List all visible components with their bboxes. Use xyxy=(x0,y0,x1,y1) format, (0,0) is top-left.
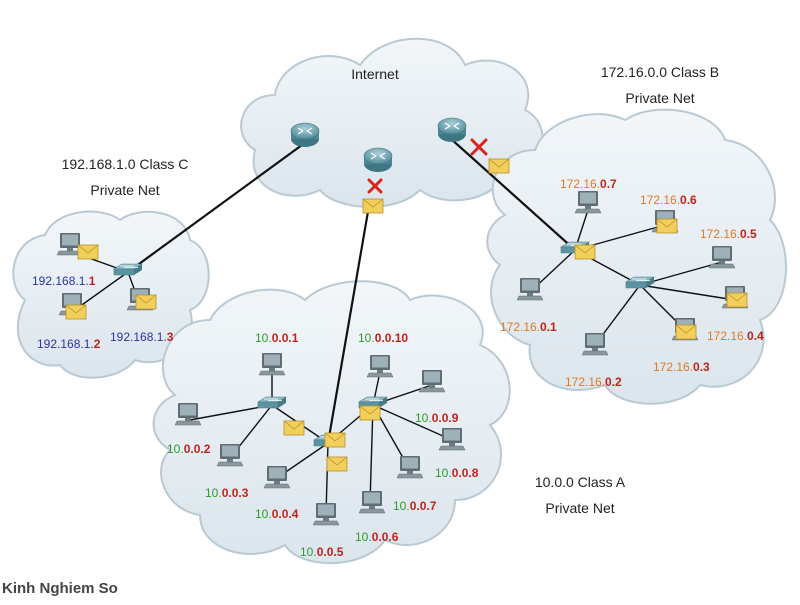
computer-icon xyxy=(263,465,291,489)
ip-label: 172.16.0.6 xyxy=(640,193,697,207)
envelope-icon xyxy=(135,294,157,310)
link-internet-class-c xyxy=(127,144,303,273)
blocked-x-icon xyxy=(470,138,488,156)
internet-label: Internet xyxy=(351,66,399,82)
envelope-icon xyxy=(324,432,346,448)
computer-icon xyxy=(312,502,340,526)
blocked-x-icon xyxy=(367,178,383,194)
router-icon xyxy=(363,147,393,173)
ip-label: 10.0.0.3 xyxy=(205,486,249,500)
internet-cloud xyxy=(240,37,544,208)
ip-label: 10.0.0.4 xyxy=(255,507,299,521)
ip-label: 10.0.0.6 xyxy=(355,530,399,544)
envelope-icon xyxy=(726,292,748,308)
computer-icon xyxy=(258,352,286,376)
computer-icon xyxy=(366,354,394,378)
computer-icon xyxy=(418,369,446,393)
computer-icon xyxy=(438,427,466,451)
link-internet-class-b xyxy=(449,137,576,251)
ip-label: 172.16.0.2 xyxy=(565,375,622,389)
class-b-cloud xyxy=(486,108,787,405)
ip-label: 172.16.0.3 xyxy=(653,360,710,374)
ip-label: 192.168.1.2 xyxy=(37,337,101,351)
computer-icon xyxy=(516,277,544,301)
ip-label: 192.168.1.3 xyxy=(110,330,174,344)
ip-label: 172.16.0.5 xyxy=(700,227,757,241)
ip-label: 10.0.0.8 xyxy=(435,466,479,480)
router-icon xyxy=(437,117,467,143)
envelope-icon xyxy=(359,405,381,421)
envelope-icon xyxy=(77,244,99,260)
ip-label: 10.0.0.9 xyxy=(415,411,459,425)
computer-icon xyxy=(574,190,602,214)
ip-label: 192.168.1.1 xyxy=(32,274,96,288)
class-b-sublabel: Private Net xyxy=(625,90,695,106)
computer-icon xyxy=(174,402,202,426)
computer-icon xyxy=(396,455,424,479)
class-c-sublabel: Private Net xyxy=(90,182,160,198)
link-internet-class-a xyxy=(326,199,372,444)
class-a-sublabel: Private Net xyxy=(545,500,615,516)
envelope-icon xyxy=(488,158,510,174)
class-c-label: 192.168.1.0 Class C xyxy=(61,156,189,172)
envelope-icon xyxy=(656,218,678,234)
envelope-icon xyxy=(574,244,596,260)
class-b-label: 172.16.0.0 Class B xyxy=(600,64,720,80)
ip-label: 10.0.0.7 xyxy=(393,499,437,513)
ip-label: 10.0.0.5 xyxy=(300,545,344,559)
envelope-icon xyxy=(362,198,384,214)
computer-icon xyxy=(358,490,386,514)
ip-label: 172.16.0.1 xyxy=(500,320,557,334)
computer-icon xyxy=(216,443,244,467)
ip-label: 10.0.0.1 xyxy=(255,331,299,345)
envelope-icon xyxy=(326,456,348,472)
envelope-icon xyxy=(65,304,87,320)
computer-icon xyxy=(581,332,609,356)
watermark-text: Kinh Nghiem So xyxy=(2,580,118,597)
ip-label: 172.16.0.4 xyxy=(707,329,764,343)
envelope-icon xyxy=(675,324,697,340)
computer-icon xyxy=(708,245,736,269)
router-icon xyxy=(290,122,320,148)
ip-label: 172.16.0.7 xyxy=(560,177,617,191)
class-a-label: 10.0.0 Class A xyxy=(534,474,626,490)
ip-label: 10.0.0.10 xyxy=(358,331,409,345)
ip-label: 10.0.0.2 xyxy=(167,442,211,456)
envelope-icon xyxy=(283,420,305,436)
